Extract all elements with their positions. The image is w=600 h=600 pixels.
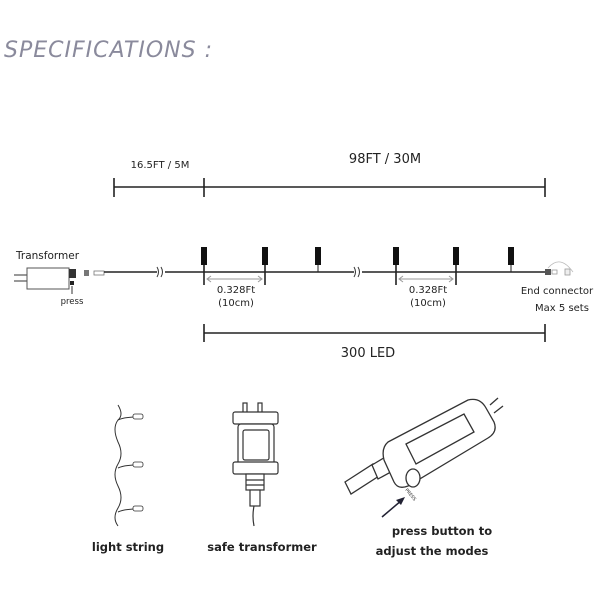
lead-length-label: 16.5FT / 5M: [131, 160, 190, 171]
controller-illustration: [344, 397, 504, 495]
safe-transformer-illustration: [232, 402, 279, 527]
led-count-dimension: [203, 324, 546, 342]
led-bulbs: [201, 247, 514, 272]
led-bulb: [262, 247, 268, 265]
controller-label-line2: adjust the modes: [376, 544, 489, 558]
spacing-2-ft: 0.328Ft: [409, 285, 447, 296]
light-wire: [104, 266, 545, 278]
led-bulb: [393, 247, 399, 265]
press-label: press: [61, 297, 84, 307]
string-length-label: 98FT / 30M: [349, 152, 421, 167]
end-connector-label: End connector: [521, 286, 594, 297]
safe-transformer-label: safe transformer: [207, 540, 317, 554]
transformer-icon: [14, 267, 105, 294]
spacing-dimension-1: [203, 265, 266, 285]
led-bulb: [508, 247, 514, 265]
led-bulb: [453, 247, 459, 265]
transformer-label: Transformer: [15, 250, 80, 262]
light-string-illustration: [114, 404, 144, 527]
end-connector-icon: [545, 261, 574, 276]
controller-label-line1: press button to: [392, 524, 492, 538]
length-dimension: [113, 178, 546, 197]
press-arrow-icon: [381, 497, 405, 518]
spacing-2-cm: (10cm): [410, 298, 446, 309]
specifications-title: SPECIFICATIONS :: [4, 38, 213, 63]
max-sets-label: Max 5 sets: [535, 303, 589, 314]
press-marking: PRESS: [403, 487, 417, 502]
led-bulb: [315, 247, 321, 265]
led-bulb: [201, 247, 207, 265]
spacing-dimension-2: [395, 265, 457, 285]
spacing-1-ft: 0.328Ft: [217, 285, 255, 296]
spacing-1-cm: (10cm): [218, 298, 254, 309]
light-string-label: light string: [92, 540, 164, 554]
led-count-label: 300 LED: [341, 346, 395, 361]
